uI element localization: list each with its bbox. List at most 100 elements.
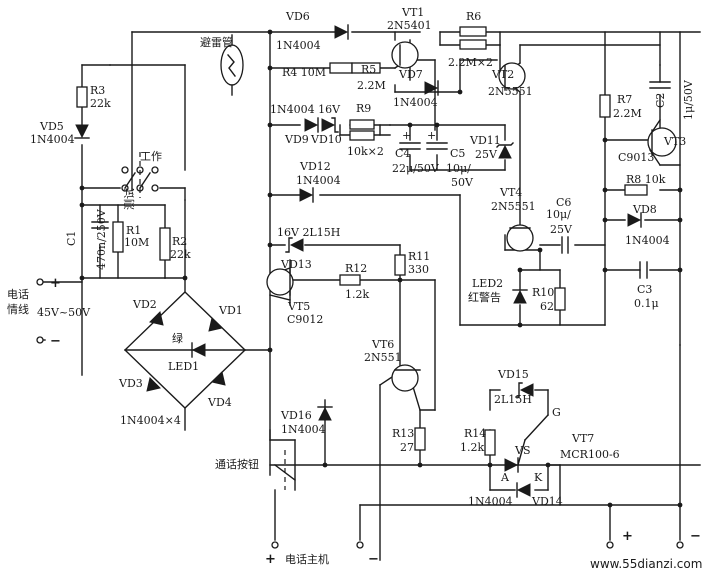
label-vt7-model: MCR100-6: [560, 448, 620, 461]
label-vd8: VD8: [632, 203, 657, 216]
label-bridge-model: 1N4004×4: [120, 414, 181, 427]
label-vd5: VD5: [39, 120, 64, 133]
label-r7: R7: [617, 93, 632, 106]
resistor-r13: [414, 427, 426, 451]
label-c6-val1: 10μ/: [546, 208, 571, 221]
transistor-vt5: [266, 268, 294, 296]
label-vt5: VT5: [287, 300, 310, 313]
zener-vd15: [515, 382, 534, 398]
label-vd9: VD9: [284, 133, 309, 146]
label-vd10: VD10: [310, 133, 342, 146]
label-vd6: VD6: [285, 10, 310, 23]
switch-work-test: [121, 152, 159, 198]
terminal-host-plus: [271, 541, 279, 549]
thyristor-vs: [504, 439, 526, 473]
label-c1-val: 470n/250V: [95, 208, 108, 270]
label-test: 测试: [123, 188, 136, 210]
label-vd13-spec: 16V 2L15H: [277, 226, 340, 239]
label-k: K: [534, 471, 543, 484]
label-r9-val: 10k×2: [347, 145, 384, 158]
diode-vd12: [299, 187, 314, 203]
label-r11: R11: [408, 250, 430, 263]
capacitor-c3: [639, 261, 648, 279]
diode-vd4: [211, 371, 226, 386]
label-c9013: C9013: [618, 151, 654, 164]
label-host-minus: −: [368, 552, 379, 567]
watermark: www.55dianzi.com: [590, 557, 702, 571]
label-vd6-model: 1N4004: [276, 39, 321, 52]
resistor-r3: [76, 86, 88, 108]
label-r8: R8 10k: [626, 173, 666, 186]
transistor-vt1: [391, 41, 419, 69]
resistor-r10: [554, 287, 566, 311]
label-r14: R14: [464, 427, 486, 440]
label-r7-val: 2.2M: [613, 107, 642, 120]
label-r2-val: 22k: [170, 248, 191, 261]
label-c1: C1: [65, 231, 78, 246]
label-r3: R3: [90, 84, 105, 97]
label-vt3: VT3: [663, 135, 686, 148]
label-r2: R2: [172, 235, 187, 248]
resistor-r1: [112, 221, 124, 253]
resistor-r9b: [349, 130, 375, 141]
label-vt6: VT6: [371, 338, 394, 351]
label-plus: +: [50, 276, 61, 291]
label-vd3: VD3: [118, 377, 143, 390]
label-a: A: [500, 471, 510, 484]
label-r12: R12: [345, 262, 367, 275]
diode-vd8: [627, 212, 642, 228]
resistor-r11: [394, 254, 406, 276]
diode-vd7: [424, 80, 439, 96]
label-r5-val: 2.2M: [357, 79, 386, 92]
label-r10: R10: [532, 286, 554, 299]
label-c4-val: 22μ/50V: [392, 162, 440, 175]
diode-vd16: [317, 406, 333, 421]
label-c3: C3: [637, 283, 652, 296]
diode-vd14: [516, 482, 531, 498]
label-host-plus: +: [265, 552, 276, 567]
resistor-r6a: [459, 26, 487, 37]
lightning-tube: [220, 34, 244, 96]
label-alarm: 红警告: [468, 290, 501, 304]
label-vd14: VD14: [531, 495, 563, 508]
label-green: 绿: [172, 331, 183, 345]
terminal-out-minus: [676, 541, 684, 549]
label-vs: VS: [514, 444, 530, 457]
label-r3-val: 22k: [90, 97, 111, 110]
junctions: [79, 29, 683, 508]
label-vd7-model: 1N4004: [393, 96, 438, 109]
label-r1-val: 10M: [124, 236, 149, 249]
resistor-r5: [351, 62, 381, 74]
label-out-minus: −: [690, 529, 701, 544]
diode-vd5: [74, 124, 90, 139]
label-led1: LED1: [168, 360, 199, 373]
resistor-r14: [484, 429, 496, 456]
label-c5-val1: 10μ/: [446, 162, 471, 175]
label-r6-val: 2.2M×2: [448, 56, 493, 69]
capacitor-c1: [91, 221, 109, 229]
label-c3-val: 0.1μ: [634, 297, 659, 310]
label-vd2: VD2: [132, 298, 157, 311]
label-r11-val: 330: [408, 263, 429, 276]
resistor-r9a: [349, 119, 375, 130]
label-out-plus: +: [622, 529, 633, 544]
label-vd16-model: 1N4004: [281, 423, 326, 436]
label-c4: C4: [395, 147, 410, 160]
label-r1: R1: [126, 224, 141, 237]
label-work: 工作: [140, 150, 162, 163]
label-vd1: VD1: [218, 304, 243, 317]
label-c2-val: 1μ/50V: [682, 79, 695, 120]
diode-vd1: [208, 317, 223, 332]
labels: VD6 1N4004 VT1 2N5401 R6 2.2M×2 避雷管 R4 1…: [7, 6, 702, 571]
label-c5-val2: 50V: [451, 176, 474, 189]
resistor-r7: [599, 94, 611, 118]
call-button: [269, 439, 296, 490]
label-vd7: VD7: [398, 68, 423, 81]
label-r6: R6: [466, 10, 481, 23]
terminal-plus: [36, 278, 44, 286]
label-vt5-model: C9012: [287, 313, 323, 326]
svg-text:+: +: [402, 129, 411, 142]
label-c6: C6: [556, 196, 571, 209]
label-lightning-tube: 避雷管: [200, 35, 233, 49]
